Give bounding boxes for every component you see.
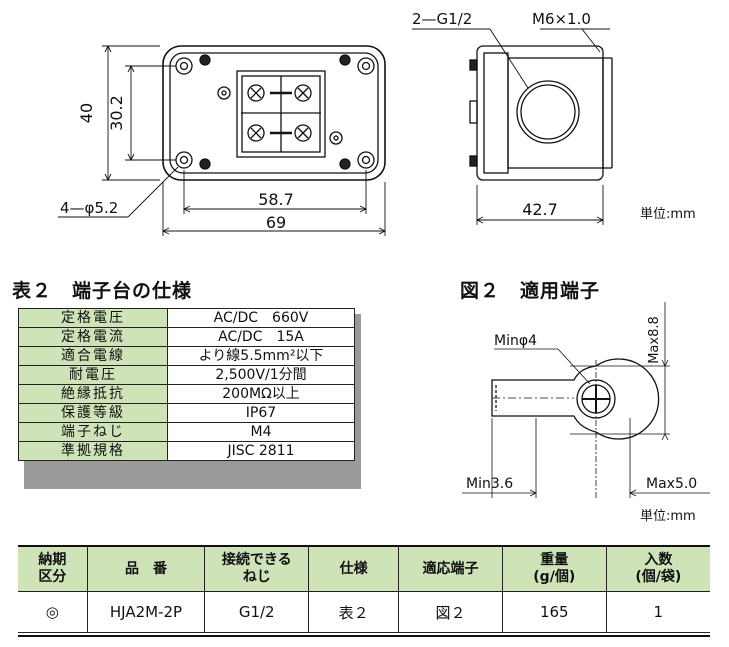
terminal-header: 適応端子 bbox=[398, 546, 503, 592]
dim-40-label: 40 bbox=[77, 103, 96, 123]
spec-value: IP67 bbox=[167, 403, 355, 423]
spec-label: 保護等級 bbox=[18, 403, 168, 423]
spec-value: M4 bbox=[167, 422, 355, 442]
unit-label-top: 単位:mm bbox=[640, 206, 696, 222]
spec-value: 2,500V/1分間 bbox=[167, 365, 355, 385]
thread-header: 接続できる ねじ bbox=[204, 546, 310, 592]
spec-label: 定格電圧 bbox=[18, 308, 168, 328]
side-view-dimensions bbox=[412, 28, 610, 225]
terminal-box-front-view bbox=[162, 45, 386, 181]
spec-label: 端子ねじ bbox=[18, 422, 168, 442]
spec-value: より線5.5mm²以下 bbox=[167, 346, 355, 366]
delivery-class-header: 納期 区分 bbox=[18, 546, 88, 592]
order-table: 納期 区分品 番接続できる ねじ仕様適応端子重量 (g/個)入数 (個/袋) ◎… bbox=[18, 546, 710, 633]
spec-cell: 表２ bbox=[308, 591, 400, 633]
g-thread-callout: 2—G1/2 bbox=[412, 10, 472, 28]
front-view-dimensions bbox=[58, 44, 387, 236]
spec-label: 準拠規格 bbox=[18, 441, 168, 461]
spec-table-title: 表２ 端子台の仕様 bbox=[12, 280, 193, 302]
unit-label-terminal: 単位:mm bbox=[640, 508, 696, 524]
mounting-hole bbox=[175, 57, 375, 169]
weight-cell: 165 bbox=[501, 591, 607, 633]
terminal-diagram: Minφ4 Max8.8 Min3.6 Max5.0 単位:mm bbox=[462, 302, 710, 524]
technical-drawing-top: 40 30.2 58.7 69 4—φ5.2 2—G1/2 M6×1.0 42.… bbox=[58, 10, 696, 236]
spec-label: 耐電圧 bbox=[18, 365, 168, 385]
terminal-box-side-view bbox=[469, 45, 613, 181]
quantity-cell: 1 bbox=[605, 591, 710, 633]
weight-header: 重量 (g/個) bbox=[501, 546, 607, 592]
order-table-bottom-rule bbox=[18, 635, 710, 637]
spec-label: 適合電線 bbox=[18, 346, 168, 366]
spec-value: JISC 2811 bbox=[167, 441, 355, 461]
thread-cell: G1/2 bbox=[204, 591, 310, 633]
max-8-8-label: Max8.8 bbox=[647, 316, 662, 364]
dim-30-2-label: 30.2 bbox=[107, 95, 126, 131]
order-table-top-rule bbox=[18, 545, 710, 547]
m-thread-callout: M6×1.0 bbox=[532, 10, 591, 28]
spec-value: AC/DC 15A bbox=[167, 327, 355, 347]
dim-42-7-label: 42.7 bbox=[522, 200, 558, 219]
spec-label: 定格電流 bbox=[18, 327, 168, 347]
max-5-0-label: Max5.0 bbox=[646, 476, 697, 492]
spec-row: 適合電線より線5.5mm²以下 bbox=[18, 346, 355, 366]
terminal-cell: 図２ bbox=[398, 591, 503, 633]
dim-58-7-label: 58.7 bbox=[258, 190, 294, 209]
part-number-header: 品 番 bbox=[86, 546, 206, 592]
min-phi4-label: Minφ4 bbox=[494, 333, 537, 349]
hole-callout-label: 4—φ5.2 bbox=[60, 199, 118, 217]
part-number-cell: HJA2M-2P bbox=[86, 591, 206, 633]
spec-header: 仕様 bbox=[308, 546, 400, 592]
terminal-figure-title: 図２ 適用端子 bbox=[460, 280, 601, 302]
dim-69-label: 69 bbox=[266, 213, 286, 232]
terminal-screw bbox=[247, 84, 312, 142]
min-3-6-label: Min3.6 bbox=[466, 476, 513, 492]
quantity-header: 入数 (個/袋) bbox=[605, 546, 710, 592]
delivery-class-cell: ◎ bbox=[18, 591, 88, 633]
spec-value: AC/DC 660V bbox=[167, 308, 355, 328]
spec-label: 絶縁抵抗 bbox=[18, 384, 168, 404]
spec-value: 200MΩ以上 bbox=[167, 384, 355, 404]
